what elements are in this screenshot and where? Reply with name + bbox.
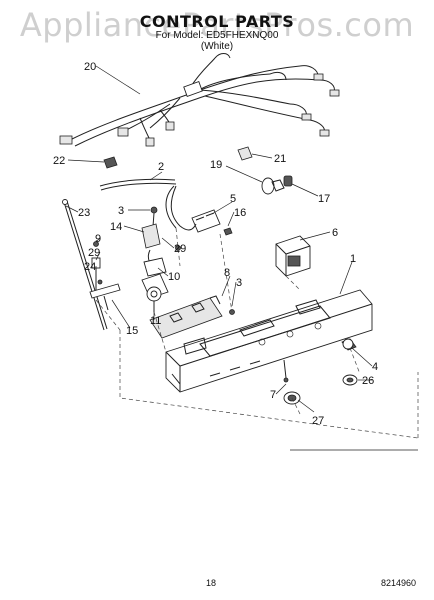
thermostat-assembly — [141, 206, 181, 312]
wire-harness — [59, 53, 340, 147]
control-plate — [149, 295, 223, 339]
callout-6: 6 — [332, 227, 338, 239]
page-number: 18 — [206, 578, 217, 588]
model-number: For Model: ED5FHEXNQ00 — [155, 30, 279, 41]
control-device — [165, 185, 233, 236]
callout-7: 7 — [270, 389, 276, 401]
relay-block — [275, 235, 311, 277]
document-number: 8214960 — [381, 578, 417, 588]
callout-29b: 29 — [88, 247, 100, 259]
callout-labels: 20 22 2 21 19 5 16 17 23 3 14 29 9 6 29 … — [53, 61, 378, 427]
callout-20: 20 — [84, 61, 96, 73]
callout-2: 2 — [158, 161, 164, 173]
watermark: AppliancePartsPros.com — [19, 6, 415, 44]
knob-parts — [229, 309, 358, 405]
callout-27: 27 — [312, 415, 324, 427]
callout-22: 22 — [53, 155, 65, 167]
callout-26: 26 — [362, 375, 374, 387]
callout-8: 8 — [224, 267, 230, 279]
leader-lines — [65, 65, 373, 413]
callout-16: 16 — [234, 207, 246, 219]
callout-29a: 29 — [174, 243, 186, 255]
callout-21: 21 — [274, 153, 286, 165]
lamp-socket — [237, 146, 293, 195]
callout-23: 23 — [78, 207, 90, 219]
control-housing — [165, 289, 373, 393]
callout-10: 10 — [168, 271, 180, 283]
callout-9: 9 — [95, 233, 101, 245]
callout-1: 1 — [350, 253, 356, 265]
callout-3b: 3 — [236, 277, 242, 289]
callout-5: 5 — [230, 193, 236, 205]
callout-11: 11 — [150, 315, 161, 327]
callout-24: 24 — [84, 261, 96, 273]
callout-3a: 3 — [118, 205, 124, 217]
tube-part — [99, 178, 177, 191]
callout-15: 15 — [126, 325, 138, 337]
clip-part — [103, 156, 118, 169]
rod-part — [62, 199, 108, 331]
callout-19: 19 — [210, 159, 222, 171]
callout-14: 14 — [110, 221, 122, 233]
callout-17: 17 — [318, 193, 330, 205]
callout-4: 4 — [372, 361, 378, 373]
color-note: (White) — [200, 41, 234, 52]
page-title: CONTROL PARTS — [139, 12, 295, 31]
assembly-lines — [95, 227, 419, 439]
